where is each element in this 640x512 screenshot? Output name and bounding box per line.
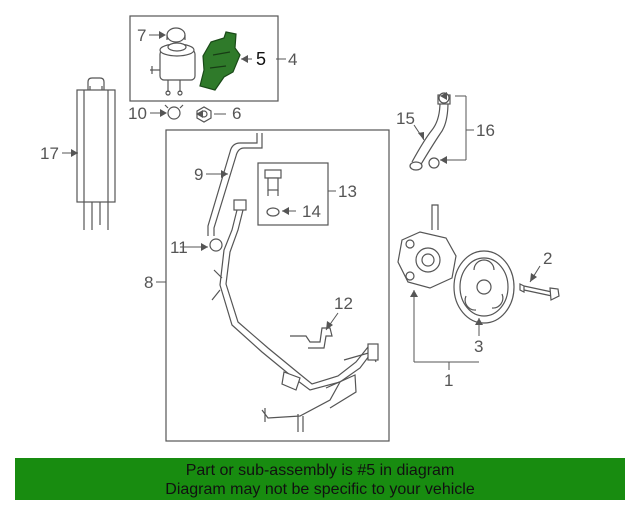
bolt-part-2[interactable]: [519, 283, 560, 301]
parts-diagram: 7 5 4 10 6 17 9 11 8 13 14 12 15 16 2 3 …: [40, 15, 560, 442]
oil-cooler-part[interactable]: [76, 77, 116, 230]
callout-2: 2: [543, 249, 552, 268]
callout-3: 3: [474, 337, 483, 356]
bracket-part-highlighted[interactable]: [199, 31, 241, 91]
callout-8: 8: [144, 273, 153, 292]
callout-4: 4: [288, 50, 297, 69]
callout-10: 10: [128, 104, 147, 123]
callout-9: 9: [194, 165, 203, 184]
pressure-sensor-part[interactable]: [264, 169, 282, 196]
info-banner: Part or sub-assembly is #5 in diagram Di…: [15, 458, 625, 500]
clamp-part-11[interactable]: [209, 238, 223, 252]
callout-7: 7: [137, 26, 146, 45]
pulley-part[interactable]: [453, 250, 515, 324]
return-hose-part[interactable]: [207, 133, 263, 236]
callout-14: 14: [302, 202, 321, 221]
callout-5: 5: [256, 49, 266, 69]
callout-13: 13: [338, 182, 357, 201]
callout-6: 6: [232, 104, 241, 123]
sensor-group-box: [257, 162, 329, 226]
power-steering-pump-part[interactable]: [397, 204, 457, 289]
callout-16: 16: [476, 121, 495, 140]
clamp-part-10[interactable]: [164, 104, 184, 120]
callout-15: 15: [396, 109, 415, 128]
callout-11: 11: [170, 238, 188, 257]
bracket-part-12[interactable]: [290, 327, 333, 349]
banner-line-1: Part or sub-assembly is #5 in diagram: [185, 462, 455, 479]
reservoir-cap-part[interactable]: [166, 27, 186, 43]
hose-group-box: [165, 129, 390, 442]
bolt-part-6[interactable]: [196, 106, 212, 123]
callout-12: 12: [334, 294, 353, 313]
suction-hose-part[interactable]: [409, 92, 451, 171]
callout-1: 1: [444, 371, 453, 390]
pressure-hose-part[interactable]: [211, 199, 379, 432]
callout-17: 17: [40, 144, 59, 163]
banner-line-2: Diagram may not be specific to your vehi…: [165, 481, 475, 498]
reservoir-part[interactable]: [150, 42, 196, 96]
o-ring-part[interactable]: [266, 207, 280, 217]
